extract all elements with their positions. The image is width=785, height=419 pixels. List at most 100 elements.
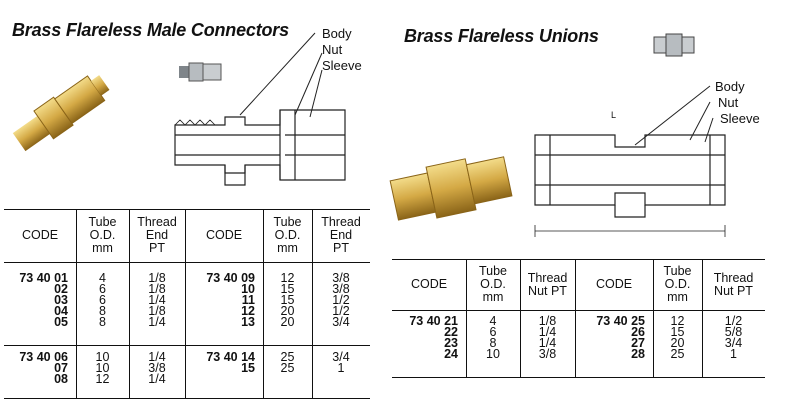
length-label: L <box>611 110 617 120</box>
column-header: Thread End PT <box>137 215 177 255</box>
male-connector-photo <box>12 75 110 152</box>
column-header: Tube O.D. mm <box>478 264 508 304</box>
male-connector-drawing <box>174 109 346 186</box>
code-cell: 07 <box>54 361 68 375</box>
column-header: CODE <box>205 228 243 242</box>
left-title: Brass Flareless Male Connectors <box>12 20 289 40</box>
column-header: CODE <box>595 277 633 291</box>
table-cell: 10 <box>95 361 110 375</box>
table-cell: 3/4 <box>332 315 350 329</box>
code-cell: 73 40 25 <box>596 314 645 328</box>
table-cell: 1/2 <box>332 293 350 307</box>
code-cell: 10 <box>241 282 255 296</box>
code-cell: 04 <box>54 304 68 318</box>
group-rule <box>4 345 370 346</box>
table-cell: 12 <box>670 314 685 328</box>
column-header: Tube O.D. mm <box>273 215 302 255</box>
code-cell: 28 <box>631 347 645 361</box>
table-cell: 25 <box>280 350 295 364</box>
column-rule <box>575 259 576 377</box>
code-cell: 12 <box>241 304 255 318</box>
table-cell: 20 <box>670 336 685 350</box>
table-top-rule <box>4 209 370 210</box>
code-cell: 73 40 09 <box>206 271 255 285</box>
table-cell: 1/8 <box>148 271 166 285</box>
code-cell: 08 <box>54 372 68 386</box>
right-label-sleeve: Sleeve <box>720 111 760 126</box>
table-cell: 6 <box>99 282 106 296</box>
column-header: Thread End PT <box>321 215 361 255</box>
column-rule <box>466 259 467 377</box>
column-rule <box>185 209 186 398</box>
code-cell: 11 <box>241 293 255 307</box>
table-cell: 6 <box>489 325 497 339</box>
table-cell: 20 <box>280 304 295 318</box>
table-bottom-rule <box>4 398 370 399</box>
table-cell: 1/4 <box>148 315 166 329</box>
header-rule <box>4 262 370 263</box>
table-cell: 1/4 <box>148 293 166 307</box>
table-cell: 1/8 <box>538 314 557 328</box>
table-cell: 12 <box>280 271 295 285</box>
code-cell: 05 <box>54 315 68 329</box>
column-rule <box>76 209 77 398</box>
table-cell: 4 <box>99 271 106 285</box>
table-cell: 1 <box>730 347 737 361</box>
column-rule <box>702 259 703 377</box>
male-connector-small-photo <box>179 62 222 82</box>
right-label-body: Body <box>715 79 745 94</box>
table-cell: 25 <box>280 361 295 375</box>
table-cell: 3/8 <box>148 361 166 375</box>
table-cell: 1/4 <box>538 336 557 350</box>
header-rule <box>392 310 765 311</box>
column-header: CODE <box>410 277 448 291</box>
table-cell: 1/4 <box>148 372 166 386</box>
table-cell: 1/4 <box>538 325 557 339</box>
table-cell: 25 <box>670 347 685 361</box>
table-cell: 10 <box>95 350 110 364</box>
table-cell: 15 <box>280 293 295 307</box>
left-label-body: Body <box>322 26 352 41</box>
column-rule <box>520 259 521 377</box>
code-cell: 24 <box>444 347 458 361</box>
table-cell: 1/8 <box>148 304 166 318</box>
table-cell: 8 <box>99 315 106 329</box>
column-header: Thread Nut PT <box>527 270 568 298</box>
table-cell: 1/2 <box>332 304 350 318</box>
table-cell: 4 <box>489 314 497 328</box>
code-cell: 02 <box>54 282 68 296</box>
left-label-sleeve: Sleeve <box>322 58 362 73</box>
table-cell: 8 <box>99 304 106 318</box>
table-cell: 8 <box>489 336 497 350</box>
code-cell: 22 <box>444 325 458 339</box>
table-cell: 1 <box>337 361 345 375</box>
table-cell: 3/8 <box>538 347 557 361</box>
table-cell: 1/8 <box>148 282 166 296</box>
table-cell: 5/8 <box>724 325 743 339</box>
left-label-nut: Nut <box>322 42 343 57</box>
column-rule <box>312 209 313 398</box>
table-cell: 15 <box>670 325 685 339</box>
column-rule <box>653 259 654 377</box>
table-cell: 1/2 <box>724 314 743 328</box>
right-label-nut: Nut <box>718 95 739 110</box>
column-header: CODE <box>21 228 59 242</box>
table-cell: 3/8 <box>332 282 350 296</box>
table-cell: 1/4 <box>148 350 166 364</box>
code-cell: 73 40 01 <box>19 271 68 285</box>
column-rule <box>129 209 130 398</box>
left-leader-lines <box>239 32 323 118</box>
code-cell: 73 40 14 <box>206 350 255 364</box>
right-title: Brass Flareless Unions <box>404 26 599 46</box>
column-header: Tube O.D. mm <box>88 215 117 255</box>
table-cell: 12 <box>95 372 110 386</box>
table-cell: 3/8 <box>332 271 350 285</box>
column-header: Tube O.D. mm <box>663 264 692 304</box>
code-cell: 26 <box>631 325 645 339</box>
code-cell: 73 40 21 <box>409 314 458 328</box>
column-rule <box>263 209 264 398</box>
code-cell: 15 <box>241 361 255 375</box>
code-cell: 27 <box>631 336 645 350</box>
code-cell: 13 <box>241 315 255 329</box>
code-cell: 03 <box>54 293 68 307</box>
